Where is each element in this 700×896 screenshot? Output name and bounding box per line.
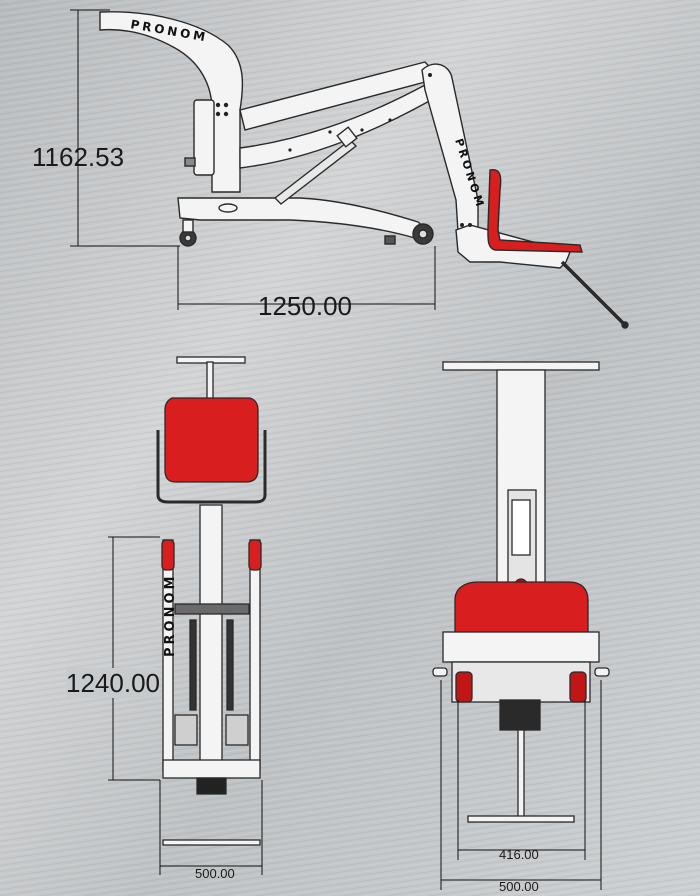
front-base <box>162 759 261 779</box>
back-right-knob <box>594 667 610 677</box>
side-control-box <box>193 99 215 176</box>
side-view: PRONOM PRONOM <box>99 11 629 329</box>
front-dimension-lines <box>108 536 263 875</box>
back-top-bar <box>442 361 600 371</box>
back-base-lower <box>451 661 591 703</box>
dim-back-inner-width: 416.00 <box>499 847 539 862</box>
front-left-wheel <box>161 539 175 571</box>
dim-front-width: 500.00 <box>195 866 235 881</box>
side-foot <box>384 235 396 245</box>
side-actuator-bracket <box>336 126 358 148</box>
back-left-wheel <box>455 671 473 703</box>
side-footrest <box>560 260 627 327</box>
front-armrests <box>156 430 267 504</box>
back-post <box>517 729 525 819</box>
front-right-wheel <box>248 539 262 571</box>
front-cross-bar <box>174 603 250 615</box>
front-column-brand: PRONOM <box>163 574 178 657</box>
back-foot-bar <box>467 815 575 823</box>
front-actuator-left <box>189 619 197 711</box>
side-hanger-arm <box>421 63 479 233</box>
back-left-knob <box>432 667 448 677</box>
back-column-panel <box>511 499 531 556</box>
front-actuator-right <box>226 619 234 711</box>
back-dimension-lines <box>440 680 602 890</box>
front-view: PRONOM <box>156 356 267 846</box>
dim-side-length: 1250.00 <box>258 291 352 321</box>
side-control-knob <box>184 157 196 167</box>
side-caster <box>182 219 194 233</box>
back-base-frame <box>442 631 600 663</box>
dim-side-height: 1162.53 <box>32 142 124 172</box>
dim-front-length: 1240.00 <box>66 668 160 698</box>
front-tread <box>196 777 227 795</box>
dim-front-length-bg <box>66 668 160 698</box>
back-tread <box>499 699 541 731</box>
back-right-wheel <box>569 671 587 703</box>
front-foot-bar <box>162 839 261 846</box>
side-base-hole <box>218 203 238 213</box>
dim-back-width: 500.00 <box>499 879 539 894</box>
side-actuator <box>273 139 358 205</box>
front-central-column <box>199 504 223 766</box>
side-seat-red <box>487 168 583 253</box>
back-view <box>432 361 610 823</box>
side-dimension-lines <box>70 9 436 310</box>
front-plate-right <box>225 714 249 746</box>
front-right-rail <box>249 539 261 771</box>
front-plate-left <box>174 714 198 746</box>
front-seat-back <box>164 397 259 483</box>
